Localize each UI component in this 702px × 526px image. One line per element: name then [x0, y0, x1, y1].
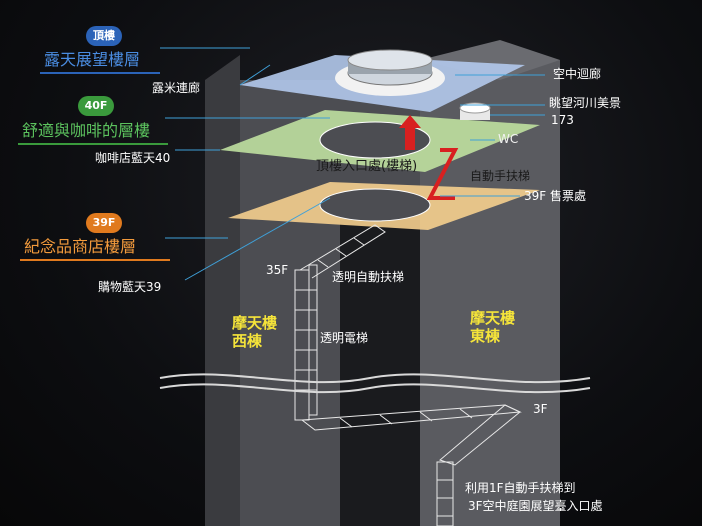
glass-bridge [300, 404, 522, 526]
east-tower-line2: 東棟 [470, 327, 501, 345]
underline-top [40, 72, 160, 74]
escalator-zigzag [426, 148, 459, 200]
label-cafe: 咖啡店藍天40 [95, 151, 171, 165]
bottom-note-line1: 利用1F自動手扶梯到 [465, 481, 576, 495]
bottom-note-line2: 3F空中庭園展望臺入口處 [468, 499, 603, 513]
underline-39f [20, 259, 170, 261]
label-roof-entrance: 頂樓入口處(樓梯) [316, 159, 418, 174]
west-tower-side [205, 55, 240, 526]
label-35f: 35F [266, 263, 289, 277]
glass-elevator [294, 264, 318, 421]
label-173: 173 [551, 113, 574, 127]
label-escalator: 自動手扶梯 [470, 169, 531, 183]
east-tower-line1: 摩天樓 [470, 309, 516, 327]
title-top: 露天展望樓層 [44, 50, 141, 69]
shop-hole [319, 188, 431, 222]
west-tower-line2: 西棟 [232, 332, 263, 350]
cafe-hole [319, 121, 431, 159]
label-roof-corridor: 露米連廊 [152, 81, 201, 95]
badge-top: 頂樓 [86, 26, 122, 46]
leader-lines [160, 47, 545, 281]
sky-corridor-top [347, 49, 433, 71]
label-3f: 3F [533, 402, 548, 416]
title-40f: 舒適與咖啡的層樓 [22, 121, 151, 140]
label-sky-corridor: 空中迴廊 [553, 67, 602, 81]
west-tower-line1: 摩天樓 [232, 314, 278, 332]
badge-39f: 39F [86, 213, 122, 233]
label-shop: 購物藍天39 [98, 280, 162, 294]
badge-40f: 40F [78, 96, 114, 116]
tower-gap [340, 220, 420, 526]
west-tower-name: 摩天樓 西棟 [232, 314, 277, 350]
break-line-1 [159, 373, 591, 384]
east-tower-front [420, 60, 560, 526]
label-ticket: 39F 售票處 [524, 189, 586, 203]
label-clear-elevator: 透明電梯 [320, 331, 369, 345]
label-clear-escalator: 透明自動扶梯 [332, 270, 405, 284]
label-wc: WC [498, 132, 519, 146]
label-river-view: 眺望河川美景 [549, 96, 622, 110]
red-arrow [399, 115, 421, 150]
underline-40f [18, 143, 168, 145]
glass-escalator [299, 224, 386, 279]
east-tower-top [420, 40, 560, 80]
east-tower-name: 摩天樓 東棟 [470, 309, 515, 345]
break-line-2 [159, 383, 591, 394]
title-39f: 紀念品商店樓層 [24, 237, 137, 256]
